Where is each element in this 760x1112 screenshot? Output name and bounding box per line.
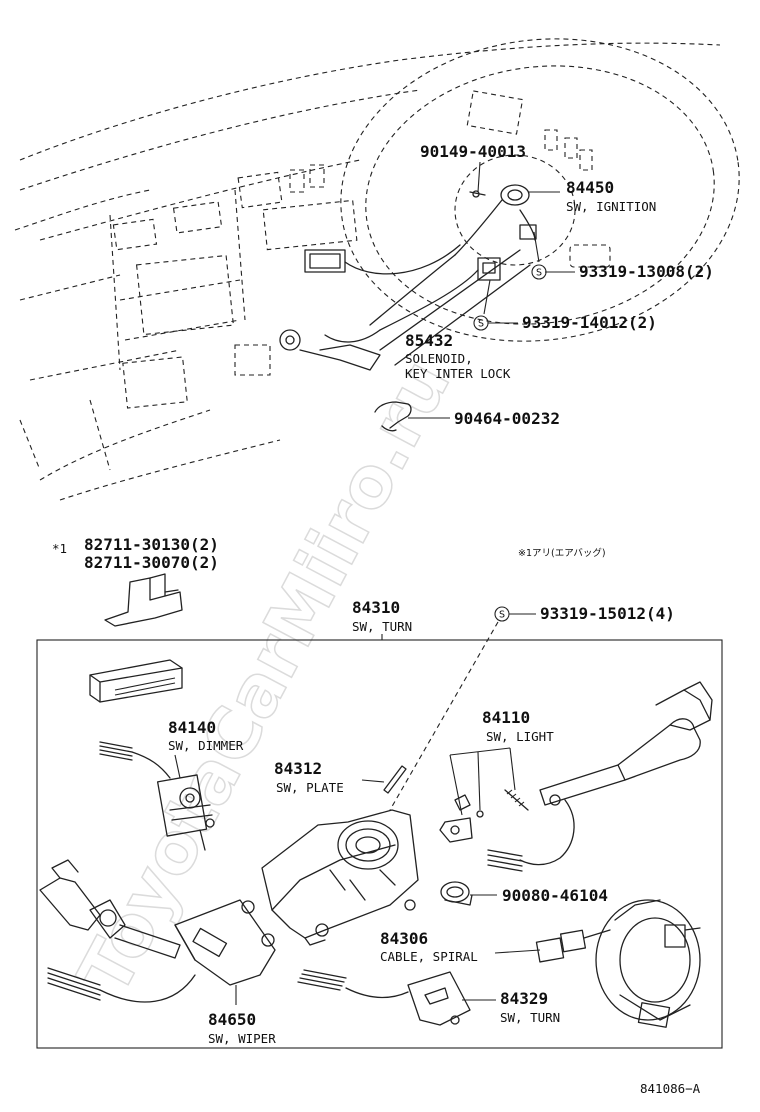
part-90464-00232[interactable]: 90464-00232 bbox=[454, 409, 560, 428]
svg-text:S: S bbox=[536, 268, 542, 279]
wiper-switch-drawing bbox=[39, 859, 276, 1003]
part-84306[interactable]: 84306 bbox=[380, 929, 428, 948]
dimmer-switch-drawing bbox=[99, 741, 215, 851]
part-85432[interactable]: 85432 bbox=[405, 331, 453, 350]
part-84140-name: SW, DIMMER bbox=[168, 738, 244, 753]
part-93319-14012[interactable]: 93319-14012(2) bbox=[522, 313, 657, 332]
connector-block-drawing bbox=[89, 659, 183, 703]
part-84310[interactable]: 84310 bbox=[352, 598, 400, 617]
part-84329-name: SW, TURN bbox=[500, 1010, 560, 1025]
light-switch-drawing bbox=[439, 681, 713, 872]
part-84306-name: CABLE, SPIRAL bbox=[380, 949, 478, 964]
star-marker: *1 bbox=[52, 541, 67, 556]
leader-lines-upper bbox=[408, 161, 575, 419]
svg-text:S: S bbox=[499, 610, 505, 621]
part-84140[interactable]: 84140 bbox=[168, 718, 216, 737]
part-84650-name: SW, WIPER bbox=[208, 1031, 276, 1046]
part-85432-name-line2: KEY INTER LOCK bbox=[405, 366, 511, 381]
plate-switch-drawing bbox=[361, 765, 407, 794]
part-84650[interactable]: 84650 bbox=[208, 1010, 256, 1029]
part-84450[interactable]: 84450 bbox=[566, 178, 614, 197]
svg-text:S: S bbox=[478, 319, 484, 330]
ignition-switch-drawing bbox=[369, 184, 537, 432]
watermark: ToyotaCarMiiro.ru bbox=[63, 347, 467, 1008]
turn-switch-body-drawing bbox=[261, 809, 419, 946]
bracket-82711-drawing bbox=[104, 573, 183, 627]
part-85432-name-line1: SOLENOID, bbox=[405, 351, 473, 366]
turn-switch-84329-drawing bbox=[297, 969, 471, 1026]
part-93319-13008[interactable]: 93319-13008(2) bbox=[579, 262, 714, 281]
part-84450-name: SW, IGNITION bbox=[566, 199, 656, 214]
s-symbol-3: S bbox=[494, 606, 510, 622]
s-symbol-1: S bbox=[531, 264, 547, 280]
part-93319-15012[interactable]: 93319-15012(4) bbox=[540, 604, 675, 623]
spiral-cable-drawing bbox=[535, 899, 701, 1028]
clip-90080-drawing bbox=[440, 881, 473, 906]
part-84310-name: SW, TURN bbox=[352, 619, 412, 634]
dashboard-illustration bbox=[14, 38, 740, 501]
part-90149-40013[interactable]: 90149-40013 bbox=[420, 142, 526, 161]
part-84312[interactable]: 84312 bbox=[274, 759, 322, 778]
s-symbol-2: S bbox=[473, 315, 489, 331]
diagram-code: 841086−A bbox=[640, 1081, 701, 1096]
part-82711-30070[interactable]: 82711-30070(2) bbox=[84, 553, 219, 572]
part-84329[interactable]: 84329 bbox=[500, 989, 548, 1008]
assembly-frame bbox=[36, 639, 723, 1049]
part-84312-name: SW, PLATE bbox=[276, 780, 344, 795]
part-84110-name: SW, LIGHT bbox=[486, 729, 554, 744]
airbag-note: ※1アリ(エアバッグ) bbox=[518, 547, 606, 559]
part-84110[interactable]: 84110 bbox=[482, 708, 530, 727]
part-82711-30130[interactable]: 82711-30130(2) bbox=[84, 535, 219, 554]
part-90080-46104[interactable]: 90080-46104 bbox=[502, 886, 608, 905]
